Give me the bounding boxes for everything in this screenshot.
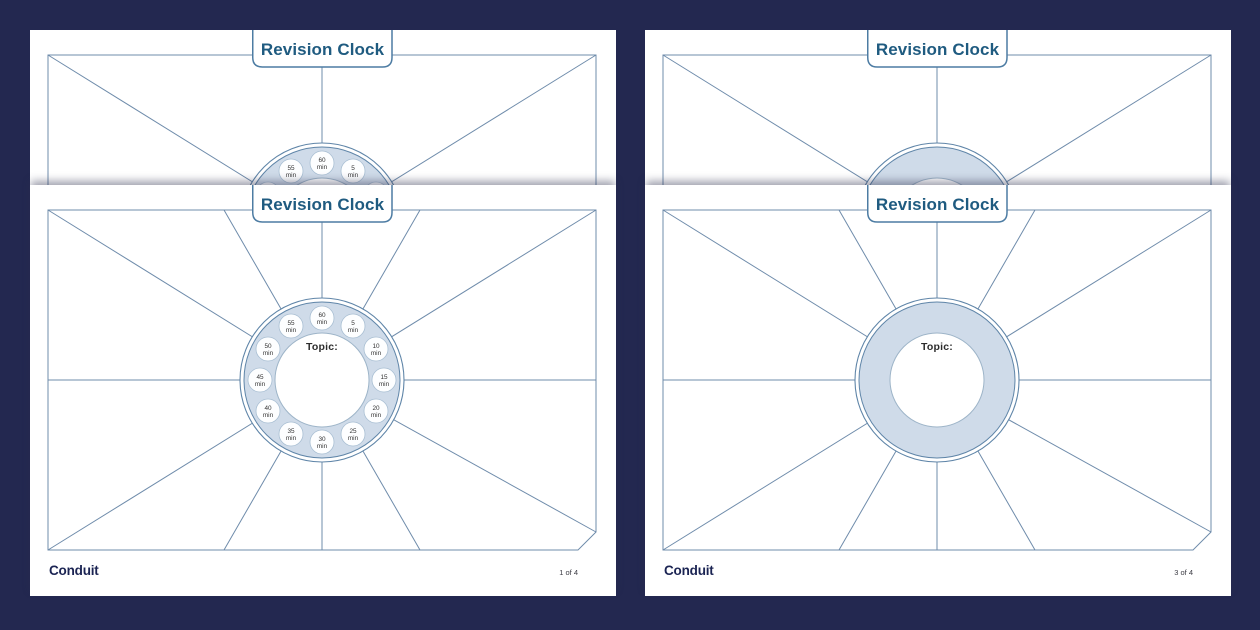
svg-text:min: min [348, 435, 359, 442]
worksheet-frame [662, 209, 1212, 551]
svg-text:min: min [317, 443, 328, 450]
segment-lines [662, 54, 1212, 185]
svg-text:min: min [348, 327, 359, 334]
page-front: Topic: Revision Clock Conduit 3 of 4 [645, 185, 1231, 596]
minute-marker: 25 min [340, 421, 366, 447]
page-title: Revision Clock [876, 40, 1000, 59]
worksheet-graphic: Topic: 50 min 55 min 60 min 5 min [47, 30, 597, 185]
minute-marker: 15 min [371, 367, 397, 393]
topic-label: Topic: [306, 341, 338, 353]
page-title: Revision Clock [876, 195, 1000, 214]
svg-text:min: min [371, 412, 382, 419]
svg-text:min: min [317, 164, 328, 171]
title-box: Revision Clock [867, 185, 1008, 223]
svg-text:40: 40 [264, 405, 272, 412]
page-front: Topic: 60 min 5 min 10 min 15 min [30, 185, 616, 596]
svg-text:min: min [379, 381, 390, 388]
svg-text:min: min [371, 350, 382, 357]
segment-lines [662, 209, 1212, 551]
svg-text:5: 5 [351, 320, 355, 327]
svg-text:60: 60 [318, 157, 326, 164]
minute-marker: 60 min [309, 150, 335, 176]
svg-text:25: 25 [349, 428, 357, 435]
svg-text:15: 15 [380, 374, 388, 381]
minute-marker: 50 min [255, 336, 281, 362]
minute-marker: 60 min [309, 305, 335, 331]
page-number: 1 of 4 [559, 568, 578, 577]
minute-marker: 5 min [340, 313, 366, 339]
svg-text:20: 20 [372, 405, 380, 412]
svg-text:min: min [286, 327, 297, 334]
svg-text:55: 55 [287, 320, 295, 327]
clock-ring: Topic: [854, 297, 1020, 463]
page-title: Revision Clock [261, 195, 385, 214]
page-title: Revision Clock [261, 40, 385, 59]
page-behind: Topic: Revision Clock [645, 30, 1231, 185]
brand-logo: Conduit [664, 563, 714, 578]
page-number: 3 of 4 [1174, 568, 1193, 577]
svg-text:min: min [348, 172, 359, 179]
minute-marker: 45 min [247, 367, 273, 393]
svg-text:55: 55 [287, 165, 295, 172]
svg-text:min: min [317, 319, 328, 326]
minute-marker: 40 min [255, 398, 281, 424]
worksheet-graphic: Topic: 60 min 5 min 10 min 15 min [47, 185, 597, 551]
minute-marker: 5 min [340, 158, 366, 184]
worksheet-frame [662, 54, 1212, 185]
minute-marker: 10 min [363, 336, 389, 362]
svg-text:min: min [286, 172, 297, 179]
worksheet-frame [47, 54, 597, 185]
svg-text:45: 45 [256, 374, 264, 381]
worksheet-graphic: Topic: Revision Clock [662, 185, 1212, 551]
document-preview-left: Topic: 50 min 55 min 60 min 5 min [30, 30, 616, 596]
svg-text:min: min [263, 412, 274, 419]
svg-text:50: 50 [264, 343, 272, 350]
segment-lines [47, 209, 597, 551]
title-box: Revision Clock [252, 30, 393, 68]
topic-label: Topic: [921, 341, 953, 353]
clock-ring: Topic: [239, 297, 405, 463]
minute-marker: 20 min [363, 398, 389, 424]
minute-marker: 30 min [309, 429, 335, 455]
svg-text:5: 5 [351, 165, 355, 172]
title-box: Revision Clock [252, 185, 393, 223]
page-behind: Topic: 50 min 55 min 60 min 5 min [30, 30, 616, 185]
clock-ring: Topic: [864, 142, 1010, 185]
svg-text:60: 60 [318, 312, 326, 319]
title-box: Revision Clock [867, 30, 1008, 68]
svg-text:30: 30 [318, 436, 326, 443]
svg-text:35: 35 [287, 428, 295, 435]
svg-text:min: min [263, 350, 274, 357]
svg-text:min: min [255, 381, 266, 388]
worksheet-frame [47, 209, 597, 551]
document-preview-right: Topic: Revision Clock Topic: Revision Cl… [645, 30, 1231, 596]
svg-text:min: min [286, 435, 297, 442]
segment-lines [47, 54, 597, 185]
svg-text:10: 10 [372, 343, 380, 350]
worksheet-graphic: Topic: Revision Clock [662, 30, 1212, 185]
minute-marker: 55 min [278, 158, 304, 184]
minute-marker: 35 min [278, 421, 304, 447]
minute-marker: 55 min [278, 313, 304, 339]
brand-logo: Conduit [49, 563, 99, 578]
